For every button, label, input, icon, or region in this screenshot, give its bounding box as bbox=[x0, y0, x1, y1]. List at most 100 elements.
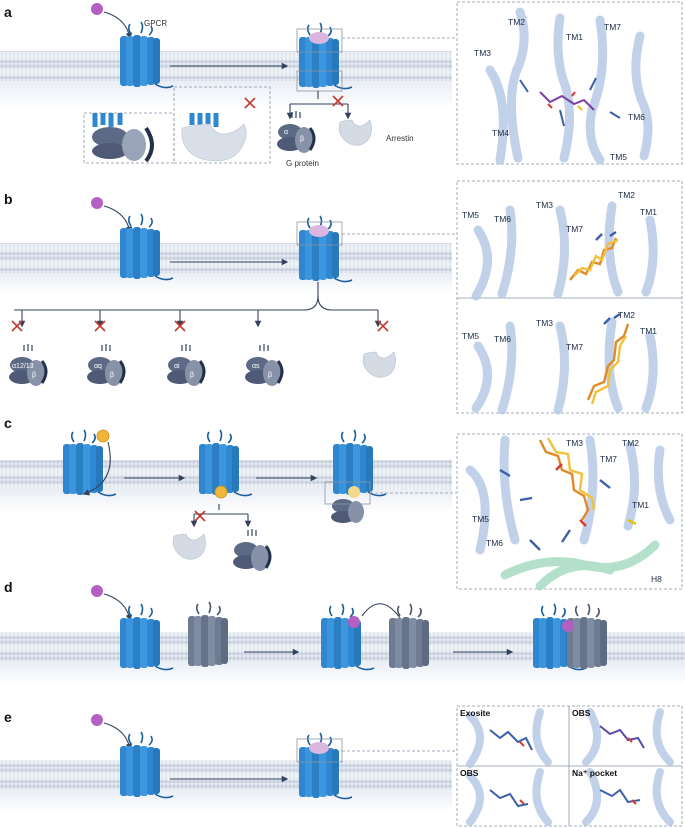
panel-c: TM3 TM2 TM7 TM1 TM5 TM6 H8 bbox=[62, 429, 683, 591]
svg-text:γ: γ bbox=[44, 369, 48, 376]
g-protein-coupled-c bbox=[331, 499, 364, 523]
gpcr-protomer-2 bbox=[187, 601, 229, 668]
zoom-box-orthosteric bbox=[296, 28, 343, 53]
panel-b: α12/13 αq αi αs β β β β γ γ γ γ bbox=[7, 180, 683, 415]
svg-text:OBS: OBS bbox=[460, 768, 479, 778]
svg-text:αs: αs bbox=[252, 363, 260, 370]
zoom-box-intracellular bbox=[296, 70, 343, 92]
svg-text:TM5: TM5 bbox=[462, 210, 479, 220]
panel-letter-b: b bbox=[4, 191, 13, 207]
branch-lines bbox=[289, 91, 349, 118]
ligand-sticks-b bbox=[569, 231, 630, 405]
bound-allosteric-ligand-icon-2 bbox=[348, 486, 360, 498]
svg-text:αq: αq bbox=[94, 363, 102, 370]
helix-art-b-top bbox=[471, 201, 658, 301]
svg-text:TM6: TM6 bbox=[628, 112, 645, 122]
panel-letter-e: e bbox=[4, 709, 12, 725]
g-protein-icon-c bbox=[231, 527, 272, 573]
svg-text:γ: γ bbox=[280, 369, 284, 376]
zoom-box-e bbox=[296, 738, 343, 763]
svg-text:TM2: TM2 bbox=[618, 190, 635, 200]
svg-text:TM3: TM3 bbox=[474, 48, 491, 58]
panel-letter-a: a bbox=[4, 4, 12, 20]
g-protein-gi-icon bbox=[165, 342, 206, 388]
bound-ligand-icon bbox=[309, 32, 329, 44]
tm-labels-b-top: TM3 TM2 TM5 TM6 TM1 TM7 bbox=[462, 190, 657, 234]
helix-art-c bbox=[465, 435, 675, 555]
svg-text:TM3: TM3 bbox=[536, 200, 553, 210]
inset-g-protein-complex bbox=[92, 113, 154, 163]
ligand-sticks-c bbox=[499, 437, 637, 551]
ligand-sticks-e bbox=[489, 725, 645, 808]
svg-text:TM6: TM6 bbox=[494, 334, 511, 344]
agonist-ligand-icon-d bbox=[91, 585, 103, 597]
svg-text:TM6: TM6 bbox=[494, 214, 511, 224]
svg-text:β: β bbox=[110, 372, 114, 379]
blocked-arrestin-mark-b bbox=[377, 320, 389, 332]
agonist-ligand-icon-e bbox=[91, 714, 103, 726]
svg-text:TM1: TM1 bbox=[640, 326, 657, 336]
svg-text:β: β bbox=[190, 372, 194, 379]
svg-text:γ: γ bbox=[202, 369, 206, 376]
arrestin-icon-b bbox=[362, 351, 396, 378]
arrestin-label: Arrestin bbox=[386, 134, 414, 143]
gpcr-dimer-protomer-2 bbox=[566, 603, 608, 670]
inset-arrestin-complex bbox=[181, 97, 256, 162]
tm-labels-b-bottom: TM3 TM2 TM5 TM6 TM1 TM7 bbox=[462, 310, 657, 352]
svg-text:TM7: TM7 bbox=[566, 342, 583, 352]
panel-d bbox=[91, 585, 608, 671]
agonist-ligand-icon bbox=[91, 3, 103, 15]
arrestin-interface-inset bbox=[173, 86, 271, 164]
branch-lines-b bbox=[14, 282, 378, 311]
svg-text:TM7: TM7 bbox=[566, 224, 583, 234]
g-beta-label: β bbox=[300, 136, 304, 143]
svg-text:TM1: TM1 bbox=[566, 32, 583, 42]
allosteric-ligand-icon bbox=[96, 429, 110, 443]
helix-art-e bbox=[466, 708, 674, 826]
svg-text:TM1: TM1 bbox=[632, 500, 649, 510]
panel-e: Exosite OBS OBS Na⁺ pocket bbox=[91, 705, 683, 827]
blocked-arrestin-mark-c bbox=[194, 510, 206, 522]
arrestin-icon-c bbox=[172, 533, 206, 560]
svg-text:αi: αi bbox=[174, 363, 180, 370]
g-protein-gq-icon bbox=[85, 342, 126, 388]
quadrant-labels-e: Exosite OBS OBS Na⁺ pocket bbox=[460, 708, 617, 778]
svg-text:α12/13: α12/13 bbox=[12, 363, 34, 370]
binding-arrow bbox=[103, 11, 133, 40]
arrestin-icon bbox=[338, 119, 372, 146]
svg-text:Na⁺ pocket: Na⁺ pocket bbox=[572, 768, 617, 778]
svg-text:γ: γ bbox=[122, 369, 126, 376]
svg-text:TM7: TM7 bbox=[600, 454, 617, 464]
gpcr-label: GPCR bbox=[144, 19, 167, 28]
ligand-sticks-a bbox=[519, 77, 621, 127]
svg-text:H8: H8 bbox=[651, 574, 662, 584]
svg-text:Exosite: Exosite bbox=[460, 708, 491, 718]
svg-text:TM1: TM1 bbox=[640, 207, 657, 217]
panel-a: GPCR α β G protein Arrestin bbox=[83, 1, 683, 168]
svg-text:TM6: TM6 bbox=[486, 538, 503, 548]
g-protein-icon bbox=[275, 109, 316, 155]
blocked-g1213-mark bbox=[11, 320, 23, 332]
svg-text:TM2: TM2 bbox=[508, 17, 525, 27]
g-protein-helix-c bbox=[500, 540, 660, 591]
svg-text:TM7: TM7 bbox=[604, 22, 621, 32]
svg-text:TM2: TM2 bbox=[618, 310, 635, 320]
g-protein-label: G protein bbox=[286, 159, 319, 168]
tm-labels-c: TM3 TM2 TM7 TM1 TM5 TM6 H8 bbox=[472, 438, 662, 584]
svg-text:TM3: TM3 bbox=[536, 318, 553, 328]
svg-text:OBS: OBS bbox=[572, 708, 591, 718]
panel-letter-c: c bbox=[4, 415, 12, 431]
svg-text:TM4: TM4 bbox=[492, 128, 509, 138]
helix-art-a bbox=[485, 7, 653, 165]
svg-text:β: β bbox=[32, 372, 36, 379]
svg-text:TM5: TM5 bbox=[610, 152, 627, 162]
agonist-ligand-icon-b bbox=[91, 197, 103, 209]
bound-allosteric-ligand-icon bbox=[214, 485, 228, 499]
gpcr-protomer-2-d bbox=[388, 603, 430, 670]
g-protein-gs-icon bbox=[243, 342, 284, 388]
helix-art-b-bottom bbox=[471, 317, 658, 415]
zoom-box-b bbox=[296, 221, 343, 246]
svg-text:TM5: TM5 bbox=[462, 331, 479, 341]
